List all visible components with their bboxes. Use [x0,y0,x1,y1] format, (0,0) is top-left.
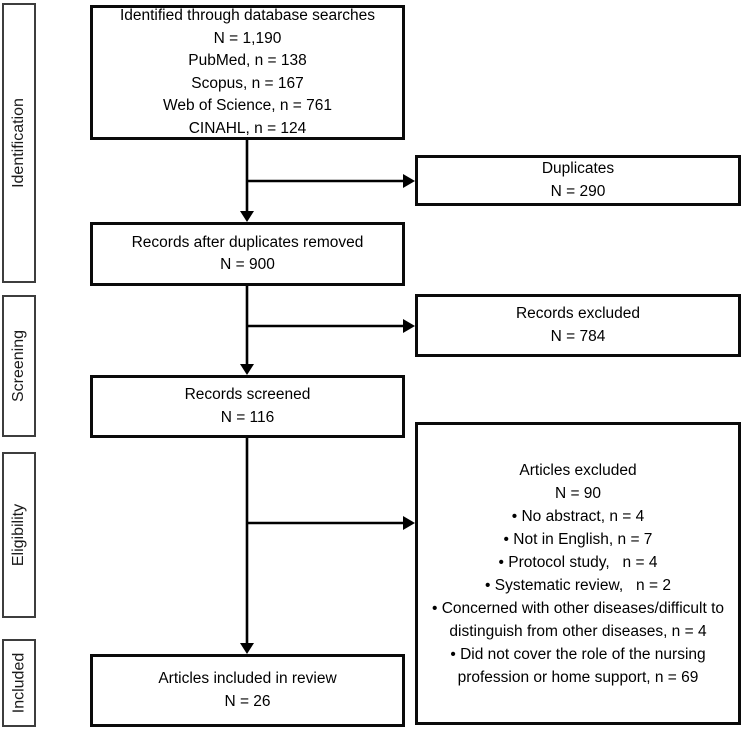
stage-label-text: Identification [10,98,27,188]
exclusion-reason: • Concerned with other diseases/difficul… [431,599,729,640]
box-count-line: N = 784 [550,327,606,345]
exclusion-reason: • Systematic review, n = 2 [485,576,671,594]
arrowhead-right-icon [403,319,415,333]
box-text-line: Records after duplicates removed [131,233,364,251]
stage-label-text: Eligibility [10,503,27,567]
box-text-line: Records screened [184,386,311,403]
stage-label-eligibility: Eligibility [2,452,36,618]
box-text-line: PubMed, n = 138 [188,52,307,69]
box-identified-through-database-searches: Identified through database searches N =… [90,5,405,140]
box-records-after-duplicates-removed: Records after duplicates removed N = 900 [90,222,405,286]
arrowhead-right-icon [403,174,415,188]
box-text-line: Records excluded [515,305,641,322]
arrowhead-down-icon [240,211,254,222]
exclusion-reason: • Not in English, n = 7 [503,530,653,548]
stage-label-identification: Identification [2,3,36,283]
box-text-line: Duplicates [541,160,615,177]
box-count-line: N = 290 [550,182,606,200]
box-records-screened: Records screened N = 116 [90,375,405,438]
exclusion-reason: • Did not cover the role of the nursing … [450,645,710,686]
box-articles-included-in-review: Articles included in review N = 26 [90,654,405,727]
box-records-excluded: Records excluded N = 784 [415,294,741,357]
box-text-line: Scopus, n = 167 [191,74,304,92]
stage-label-screening: Screening [2,295,36,437]
box-text-line: Articles included in review [158,670,337,687]
box-count-line: N = 90 [554,484,602,502]
box-count-line: N = 1,190 [213,29,282,47]
stage-label-text: Screening [10,329,28,403]
exclusion-reason: • Protocol study, n = 4 [498,553,658,571]
box-duplicates: Duplicates N = 290 [415,155,741,206]
box-count-line: N = 900 [220,256,275,273]
box-count-line: N = 116 [220,408,275,426]
box-text-line: Articles excluded [519,461,637,479]
arrowhead-down-icon [240,643,254,654]
exclusion-reason: • No abstract, n = 4 [511,507,645,525]
stage-label-included: Included [2,639,36,727]
arrowhead-down-icon [240,364,254,375]
box-articles-excluded: Articles excluded N = 90 • No abstract, … [415,422,741,725]
arrowhead-right-icon [403,516,415,530]
stage-label-text: Included [10,652,27,714]
box-count-line: N = 26 [224,692,271,710]
box-text-line: Web of Science, n = 761 [162,97,333,114]
box-text-line: Identified through database searches [119,7,376,24]
box-text-line: CINAHL, n = 124 [188,119,307,137]
